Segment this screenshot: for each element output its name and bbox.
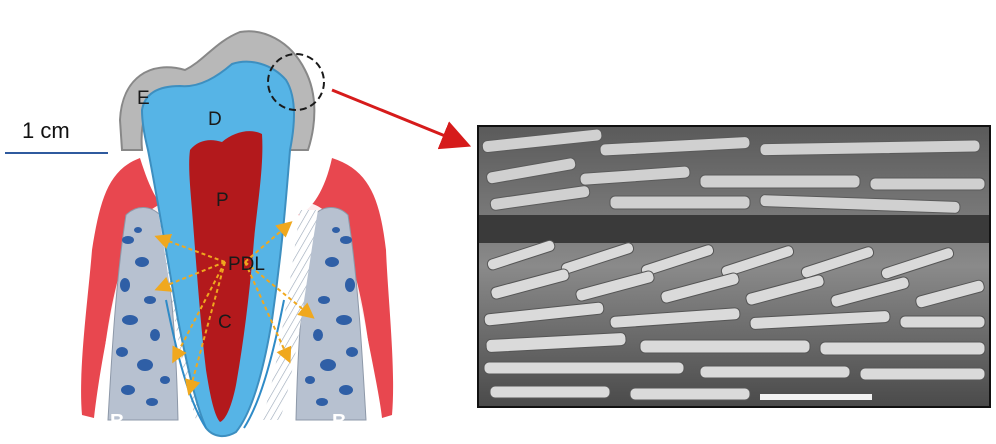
label-pulp: P	[216, 190, 229, 211]
label-cementum: C	[218, 312, 232, 333]
label-bone-left: B	[110, 411, 124, 433]
micrograph-scale-bar	[760, 394, 872, 400]
label-pdl: PDL	[228, 254, 265, 275]
label-bone-right: B	[332, 411, 346, 433]
label-dentin: D	[208, 109, 222, 130]
scale-label: 1 cm	[22, 118, 70, 143]
scale-bar: 1 cm	[5, 118, 108, 153]
label-enamel: E	[137, 88, 150, 109]
zoom-arrow	[332, 90, 460, 142]
sem-micrograph	[478, 126, 990, 407]
